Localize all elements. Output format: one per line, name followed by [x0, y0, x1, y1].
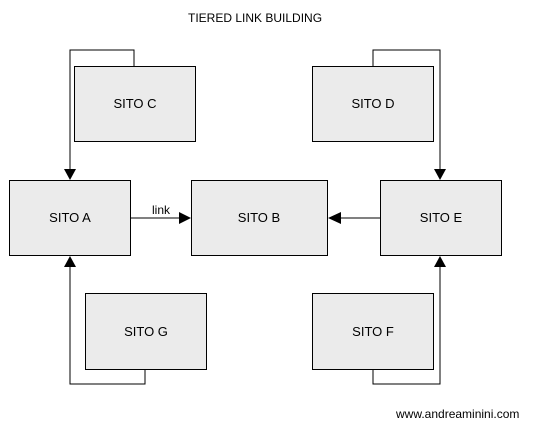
diagram-title: TIERED LINK BUILDING [188, 11, 322, 25]
node-sito-b: SITO B [191, 180, 328, 256]
node-sito-f: SITO F [312, 293, 434, 370]
node-sito-f-box [312, 293, 434, 370]
node-sito-e-label: SITO E [420, 210, 463, 225]
edge-f-to-e [372, 266, 441, 385]
edge-c-to-a-arrowhead [64, 169, 76, 180]
site-url-footer: www.andreaminini.com [395, 407, 519, 421]
node-sito-f-label: SITO F [352, 324, 394, 339]
edge-a-to-b-label: link [152, 203, 171, 217]
node-sito-b-box [191, 180, 328, 256]
connectors [64, 49, 446, 385]
node-sito-e: SITO E [380, 180, 502, 256]
edge-g-to-a-arrowhead [64, 256, 76, 267]
edge-d-to-e-arrowhead [434, 169, 446, 180]
node-sito-e-box [380, 180, 502, 256]
node-sito-a: SITO A [9, 180, 131, 256]
node-sito-a-label: SITO A [49, 210, 91, 225]
node-sito-d-label: SITO D [351, 96, 394, 111]
edge-d-to-e [372, 49, 441, 170]
edge-f-to-e-arrowhead [434, 256, 446, 267]
node-sito-c-box [74, 66, 196, 142]
node-sito-g-box [85, 293, 207, 370]
node-sito-b-label: SITO B [238, 210, 280, 225]
node-sito-c-label: SITO C [113, 96, 156, 111]
node-sito-g-label: SITO G [124, 324, 168, 339]
node-sito-d: SITO D [312, 66, 434, 142]
edge-a-to-b-arrowhead [179, 212, 191, 224]
node-sito-g: SITO G [85, 293, 207, 370]
node-sito-a-box [9, 180, 131, 256]
node-sito-d-box [312, 66, 434, 142]
edge-g-to-a [69, 266, 146, 385]
edge-c-to-a [69, 49, 135, 170]
node-sito-c: SITO C [74, 66, 196, 142]
edge-e-to-b-arrowhead [328, 212, 341, 224]
